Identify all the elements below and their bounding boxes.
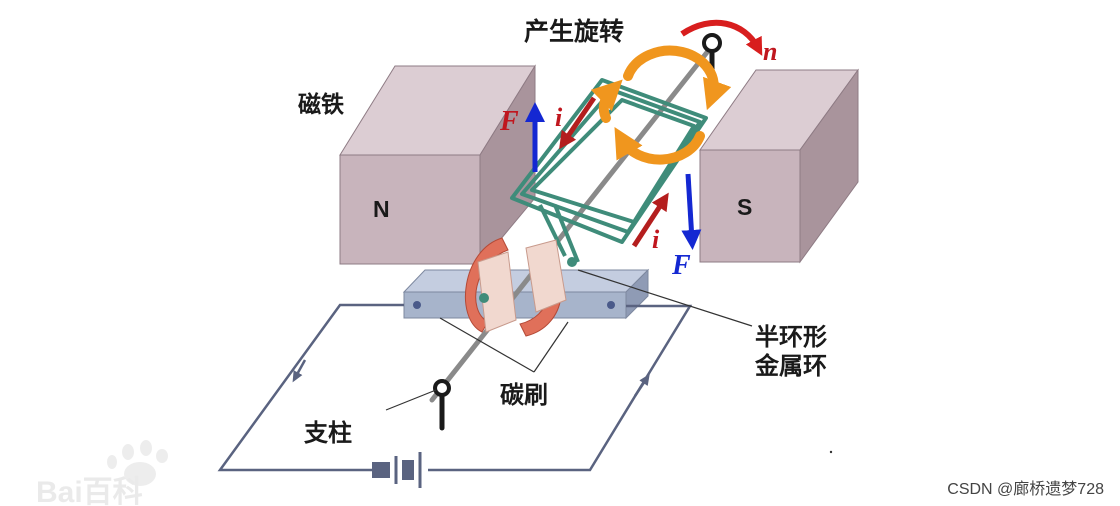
label-force-left: F (499, 106, 519, 137)
stray-dot (829, 450, 833, 454)
current-arrow-right (631, 192, 669, 248)
label-rotation: 产生旋转 (524, 17, 624, 46)
baidu-watermark: Bai百科 (36, 440, 168, 506)
label-post: 支柱 (304, 419, 352, 447)
label-current-left: i (555, 103, 563, 132)
baidu-paw-icon (107, 440, 168, 486)
current-arrow-left (559, 96, 597, 150)
label-current-right: i (652, 225, 660, 254)
label-pole-n: N (373, 196, 390, 222)
support-post (433, 379, 451, 431)
label-brush: 碳刷 (500, 381, 548, 409)
rotation-n-arrow (680, 19, 763, 56)
baidu-watermark-text: Bai百科 (36, 476, 143, 506)
magnet-north (339, 64, 536, 266)
label-pole-s: S (737, 194, 752, 220)
battery-icon (372, 452, 422, 488)
current-direction-arrows (292, 359, 650, 397)
brush-left-contact (413, 301, 421, 309)
label-split-ring-2: 金属环 (754, 352, 827, 380)
label-rotation-n: n (763, 37, 777, 66)
label-split-ring-1: 半环形 (755, 323, 827, 351)
leader-lines (385, 269, 753, 411)
label-magnet: 磁铁 (298, 91, 344, 118)
coil (510, 78, 708, 263)
brush-right-contact (607, 301, 615, 309)
split-ring (464, 237, 577, 337)
force-arrow-right (681, 173, 702, 250)
csdn-watermark: CSDN @廊桥遗梦728 (947, 480, 1104, 498)
label-force-right: F (671, 250, 691, 281)
circuit-wire (217, 303, 693, 472)
magnet-south (699, 68, 859, 264)
rotation-arrows (590, 45, 732, 165)
